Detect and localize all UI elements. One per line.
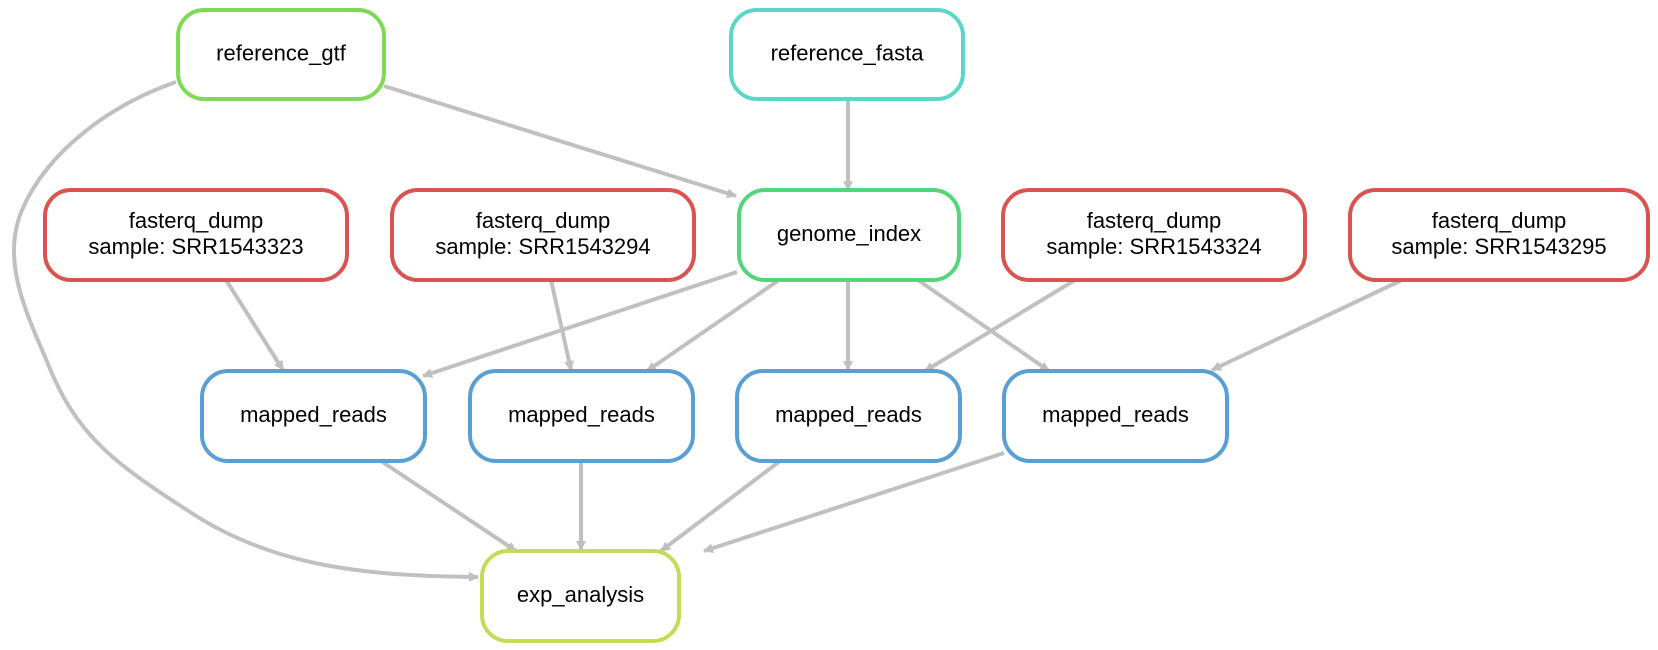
node-box — [390, 188, 696, 282]
node-box — [1348, 188, 1650, 282]
nodes-layer: reference_gtf reference_fasta fasterq_dump… — [43, 8, 1650, 643]
node-sublabel: sample: SRR1543294 — [435, 234, 650, 259]
node-box — [43, 188, 349, 282]
edge-genome_index-to-mr_4 — [916, 278, 1051, 373]
node-box — [1001, 188, 1307, 282]
edge-mr_4-to-exp_analysis — [703, 451, 1005, 553]
node-reference-gtf: reference_gtf — [176, 8, 386, 101]
node-label: reference_fasta — [771, 40, 925, 65]
node-sublabel: sample: SRR1543323 — [88, 234, 303, 259]
node-label: fasterq_dump — [1087, 208, 1222, 233]
node-label: exp_analysis — [517, 582, 644, 607]
edge-fd_324-to-mr_3 — [923, 278, 1077, 373]
node-mr-2: mapped_reads — [468, 369, 695, 463]
edge-mr_1-to-exp_analysis — [379, 459, 518, 553]
node-label: mapped_reads — [508, 402, 655, 427]
edge-reference_gtf-to-exp_analysis — [12, 80, 479, 582]
node-sublabel: sample: SRR1543324 — [1046, 234, 1261, 259]
edge-mr_3-to-exp_analysis — [659, 459, 782, 553]
edge-reference_gtf-to-genome_index — [383, 84, 737, 199]
node-mr-4: mapped_reads — [1002, 369, 1229, 463]
node-label: mapped_reads — [1042, 402, 1189, 427]
edge-genome_index-to-mr_2 — [645, 278, 781, 373]
node-sublabel: sample: SRR1543295 — [1391, 234, 1606, 259]
node-label: mapped_reads — [775, 402, 922, 427]
node-label: fasterq_dump — [129, 208, 264, 233]
node-reference-fasta: reference_fasta — [729, 8, 965, 101]
node-label: genome_index — [777, 221, 921, 246]
node-genome-index: genome_index — [737, 188, 961, 282]
edge-genome_index-to-mr_1 — [422, 270, 738, 378]
edges-layer — [12, 80, 1403, 582]
node-box — [480, 549, 681, 643]
edge-fd_323-to-mr_1 — [224, 278, 285, 372]
node-label: mapped_reads — [240, 402, 387, 427]
node-box — [737, 188, 961, 282]
edge-fd_294-to-mr_2 — [549, 279, 574, 371]
node-label: fasterq_dump — [476, 208, 611, 233]
node-box — [1002, 369, 1229, 463]
node-box — [200, 369, 427, 463]
node-mr-3: mapped_reads — [735, 369, 962, 463]
node-mr-1: mapped_reads — [200, 369, 427, 463]
node-box — [735, 369, 962, 463]
node-exp-analysis: exp_analysis — [480, 549, 681, 643]
node-box — [176, 8, 386, 101]
node-label: reference_gtf — [216, 40, 347, 65]
node-box — [729, 8, 965, 101]
node-label: fasterq_dump — [1432, 208, 1567, 233]
edge-fd_295-to-mr_4 — [1211, 278, 1403, 372]
node-box — [468, 369, 695, 463]
